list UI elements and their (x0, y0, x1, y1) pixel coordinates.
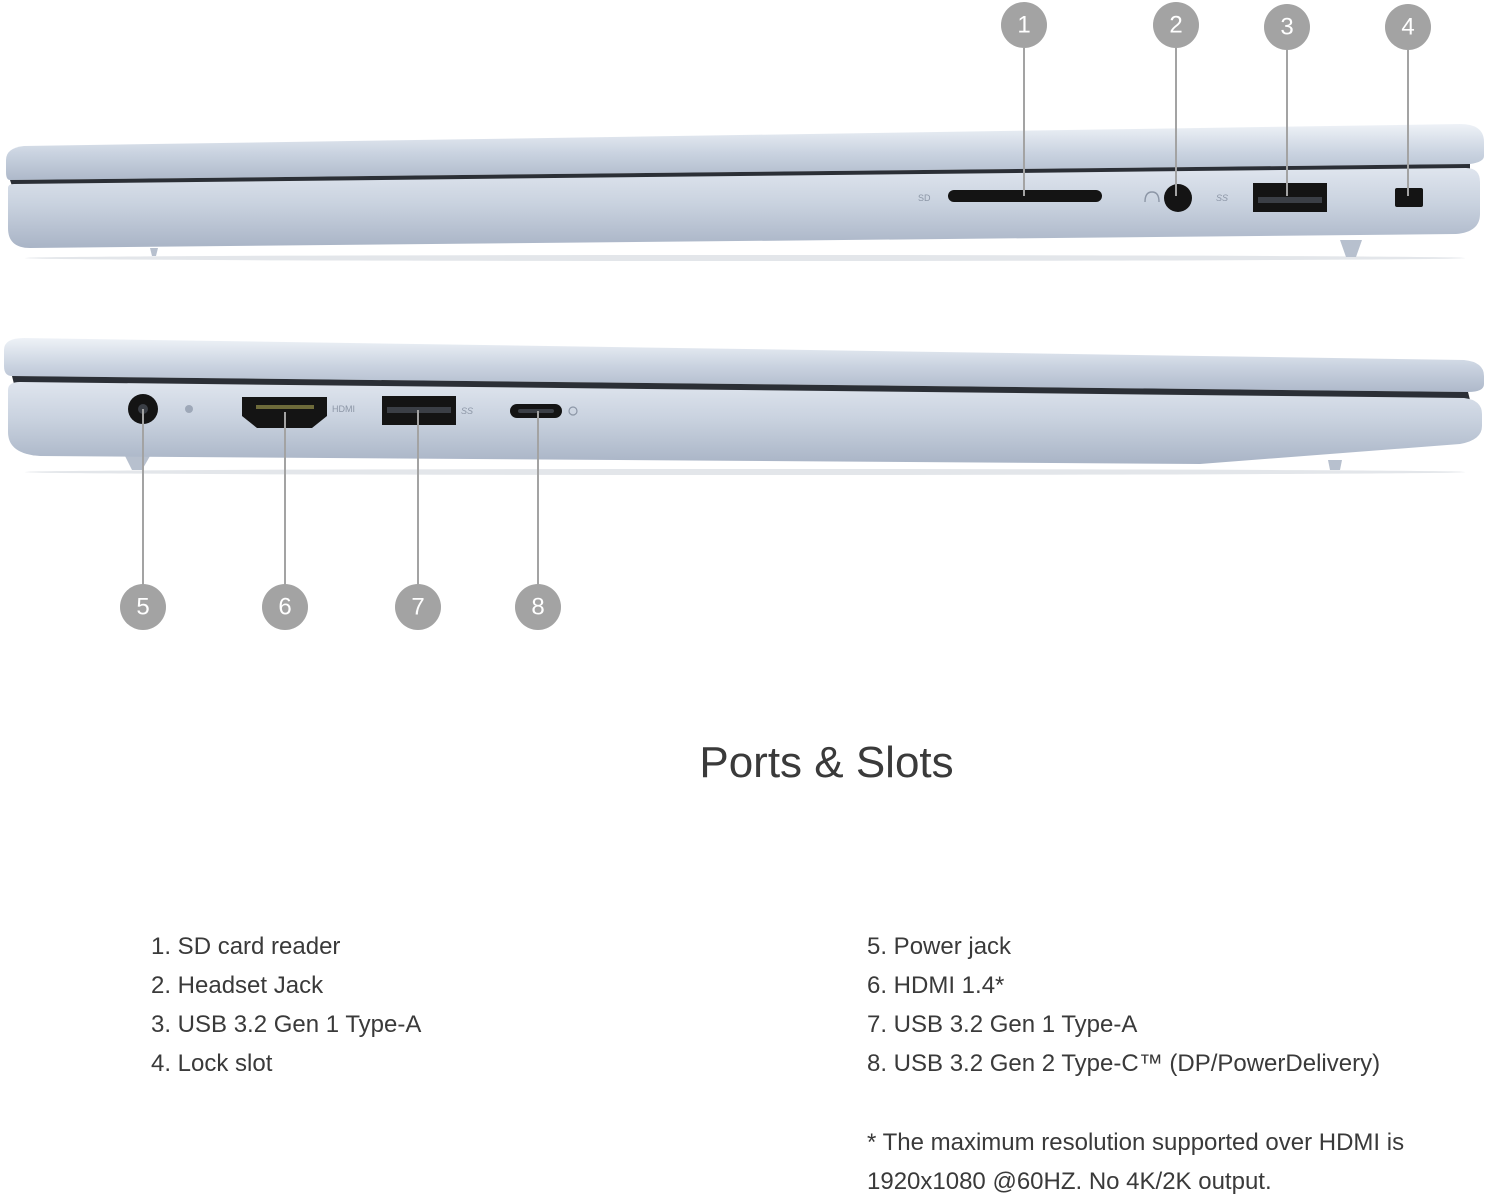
laptop-left-side: HDMI SS (4, 338, 1484, 475)
callout-4: 4 (1385, 4, 1431, 50)
list-item: 8. USB 3.2 Gen 2 Type-C™ (DP/PowerDelive… (867, 1050, 1381, 1077)
list-item: 6. HDMI 1.4* (867, 972, 1005, 999)
callout-6: 6 (262, 584, 308, 630)
svg-text:3: 3 (1280, 14, 1293, 41)
callout-3: 3 (1264, 4, 1310, 50)
list-item: 3. USB 3.2 Gen 1 Type-A (151, 1011, 422, 1038)
callout-8: 8 (515, 584, 561, 630)
ss-usb-icon-right: SS (1216, 193, 1228, 203)
list-item: 4. Lock slot (151, 1050, 273, 1077)
svg-text:5: 5 (136, 594, 149, 621)
list-item: 7. USB 3.2 Gen 1 Type-A (867, 1011, 1138, 1038)
svg-text:1: 1 (1017, 12, 1030, 39)
section-title: Ports & Slots (699, 738, 954, 787)
lock-slot (1395, 188, 1423, 207)
svg-text:7: 7 (411, 594, 424, 621)
svg-text:2: 2 (1169, 12, 1182, 39)
callout-1: 1 (1001, 2, 1047, 48)
list-item: 5. Power jack (867, 933, 1012, 960)
power-led-icon (185, 405, 193, 413)
power-delivery-icon (568, 406, 578, 416)
ports-list-left: 1. SD card reader 2. Headset Jack 3. USB… (151, 927, 421, 1083)
ports-list-right: 5. Power jack 6. HDMI 1.4* 7. USB 3.2 Ge… (867, 927, 1380, 1083)
laptop-right-side: SD SS (6, 124, 1484, 261)
hdmi-footnote: * The maximum resolution supported over … (867, 1129, 1405, 1195)
ports-diagram: SD SS HDMI SS (4, 2, 1484, 630)
headset-icon (1144, 191, 1160, 203)
svg-text:8: 8 (531, 594, 544, 621)
headset-jack (1164, 184, 1192, 212)
callouts (142, 48, 1409, 585)
svg-text:4: 4 (1401, 14, 1414, 41)
callout-7: 7 (395, 584, 441, 630)
sd-port-label: SD (918, 193, 931, 203)
list-item: 1. SD card reader (151, 933, 341, 960)
hdmi-port-label: HDMI (332, 404, 355, 414)
ss-usb-icon-left: SS (461, 406, 473, 416)
list-item: 2. Headset Jack (151, 972, 324, 999)
callout-2: 2 (1153, 2, 1199, 48)
callout-5: 5 (120, 584, 166, 630)
svg-text:6: 6 (278, 594, 291, 621)
